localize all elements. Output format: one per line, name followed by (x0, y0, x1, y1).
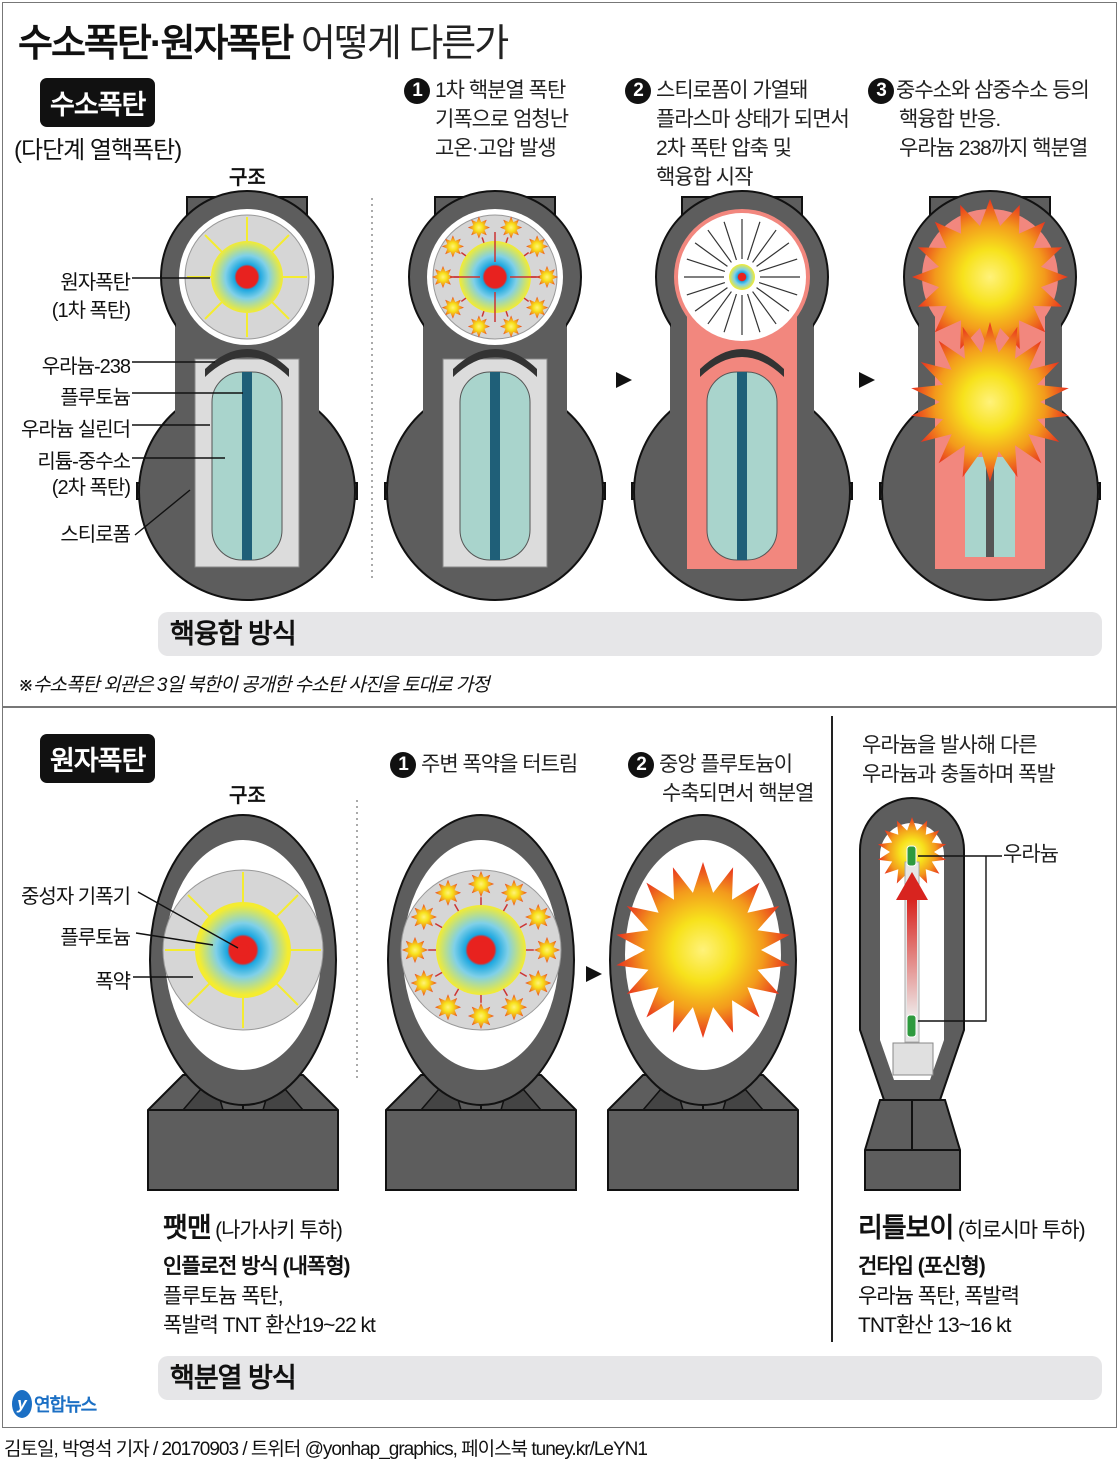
section-divider (2, 706, 1117, 708)
radiation-ray (707, 291, 732, 325)
fatman-title: 팻맨 (나가사키 투하) (163, 1213, 343, 1243)
radiation-ray (758, 281, 798, 296)
radiation-ray (746, 293, 761, 333)
infographic-frame (2, 2, 1117, 1428)
explosive-burst (441, 235, 464, 258)
fusion-method-bar: 핵융합 방식 (158, 612, 1102, 656)
fatman-structure-diagram (133, 814, 339, 1191)
littleboy-caption: 우라늄을 발사해 다른 우라늄과 충돌하며 폭발 (862, 734, 1056, 786)
radiation-ray (694, 242, 728, 267)
explosive-burst (525, 904, 552, 930)
explosive-burst (536, 266, 558, 288)
radiation-ray (686, 258, 726, 273)
hbomb-stage3-diagram (879, 190, 1101, 601)
explosive-burst (501, 879, 527, 906)
explosive-burst (501, 994, 527, 1021)
radiation-ray (746, 221, 761, 261)
littleboy-method: 건타입 (포신형) (858, 1255, 986, 1278)
explosion-burst (912, 199, 1068, 355)
label-secondary: (2차 폭탄) (51, 477, 131, 499)
explosive-burst (432, 266, 454, 288)
label-leaders (132, 277, 243, 536)
hbomb-stage2-diagram (631, 190, 853, 601)
radiation-ray (756, 242, 790, 267)
label-lithium-deuteride: 리튬-중수소 (37, 451, 131, 473)
label-plutonium: 플루토늄 (60, 927, 131, 949)
label-explosive: 폭약 (95, 971, 131, 993)
arrow-right-icon (586, 966, 602, 982)
explosive-burst (441, 296, 464, 319)
littleboy-title: 리틀보이 (히로시마 투하) (858, 1213, 1086, 1243)
radiation-ray (756, 287, 790, 312)
hbomb-subtitle: (다단계 열핵폭탄) (14, 137, 182, 164)
logo-icon: y (12, 1390, 32, 1418)
hbomb-stage1-diagram (384, 190, 606, 601)
explosive-burst (534, 937, 560, 963)
fatman-stage1-diagram (385, 814, 577, 1191)
label-primary: (1차 폭탄) (51, 300, 131, 322)
explosive-burst (500, 216, 523, 239)
footnote: ※수소폭탄 외관은 3일 북한이 공개한 수소탄 사진을 토대로 가정 (18, 675, 490, 696)
abomb-structure-label: 구조 (229, 785, 266, 807)
arrow-right-icon (859, 372, 875, 388)
explosive-burst (467, 216, 490, 239)
abomb-badge: 원자폭탄 (40, 734, 156, 783)
label-plutonium: 플루토늄 (60, 387, 131, 409)
radiation-ray (694, 287, 728, 312)
radiation-ray (723, 221, 738, 261)
label-styrofoam: 스티로폼 (60, 524, 131, 546)
explosive-burst (468, 871, 494, 897)
radiation-ray (752, 229, 777, 263)
label-atomic-bomb: 원자폭탄 (60, 272, 131, 294)
fatman-stage2-diagram (607, 814, 799, 1191)
label-neutron-initiator: 중성자 기폭기 (21, 886, 131, 908)
explosive-burst (410, 970, 437, 996)
explosive-burst (526, 235, 549, 258)
hbomb-structure-label: 구조 (229, 167, 266, 189)
arrow-right-icon (616, 372, 632, 388)
littleboy-diagram (859, 797, 1002, 1191)
page-title: 수소폭탄·원자폭탄 어떻게 다른가 (18, 23, 509, 65)
radiation-ray (707, 229, 732, 263)
radiation-ray (723, 293, 738, 333)
explosion-burst (911, 322, 1069, 482)
radiation-ray (752, 291, 777, 325)
explosive-burst (468, 1003, 494, 1029)
explosive-burst (435, 994, 461, 1021)
fission-method-bar: 핵분열 방식 (158, 1356, 1102, 1400)
explosive-burst (526, 296, 549, 319)
hbomb-structure-diagram (136, 190, 358, 601)
column-divider (831, 716, 833, 1342)
fatman-desc: 플루토늄 폭탄,폭발력 TNT 환산19~22 kt (163, 1285, 376, 1337)
radiation-ray (758, 258, 798, 273)
yonhap-logo: y 연합뉴스 (12, 1390, 97, 1418)
explosive-burst (467, 315, 490, 338)
radiation-ray (686, 281, 726, 296)
label-uranium-cylinder: 우라늄 실린더 (21, 419, 131, 441)
explosive-burst (410, 904, 437, 930)
explosive-burst (500, 315, 523, 338)
explosive-burst (435, 879, 461, 906)
label-uranium-238: 우라늄-238 (41, 356, 131, 378)
fatman-method: 인플로전 방식 (내폭형) (163, 1255, 351, 1278)
explosive-burst (525, 970, 552, 996)
credit-line: 김토일, 박영석 기자 / 20170903 / 트위터 @yonhap_gra… (4, 1439, 648, 1460)
explosion-burst (616, 862, 790, 1038)
hbomb-badge: 수소폭탄 (40, 78, 156, 127)
label-uranium: 우라늄 (1003, 843, 1059, 866)
explosive-burst (402, 937, 428, 963)
